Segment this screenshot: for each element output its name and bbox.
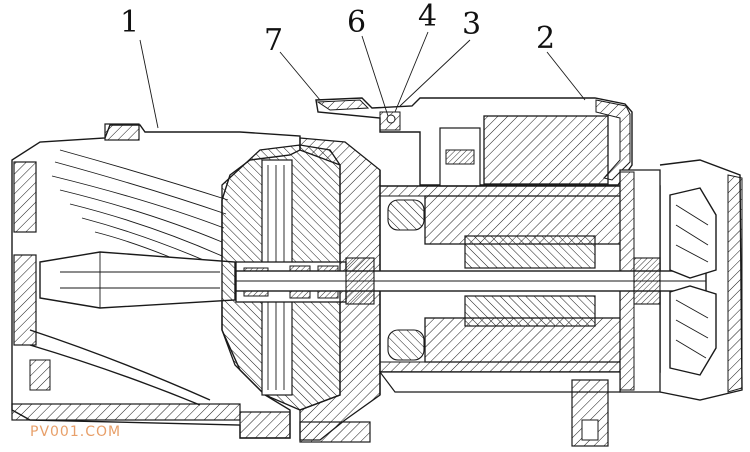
leader-line-4 <box>394 31 429 113</box>
terminal-box <box>315 97 633 187</box>
callout-part-7: 7 <box>264 23 283 58</box>
callout-part-4: 4 <box>418 0 437 34</box>
watermark-text: PV001.COM <box>30 424 121 440</box>
callout-labels: 1 2 3 4 6 7 <box>120 0 555 58</box>
motor-frame <box>378 169 661 447</box>
leader-line-2 <box>546 51 586 101</box>
leader-line-7 <box>279 51 321 101</box>
fan-and-cover <box>659 159 743 401</box>
leader-line-1 <box>139 39 159 129</box>
leader-line-3 <box>399 39 471 107</box>
leader-lines <box>139 31 586 129</box>
leader-line-6 <box>361 35 389 117</box>
callout-part-6: 6 <box>347 5 366 40</box>
pump-housing <box>11 123 301 439</box>
motor-shaft <box>235 257 707 305</box>
callout-part-1: 1 <box>120 5 139 40</box>
callout-part-3: 3 <box>462 7 481 42</box>
callout-part-2: 2 <box>536 21 555 56</box>
